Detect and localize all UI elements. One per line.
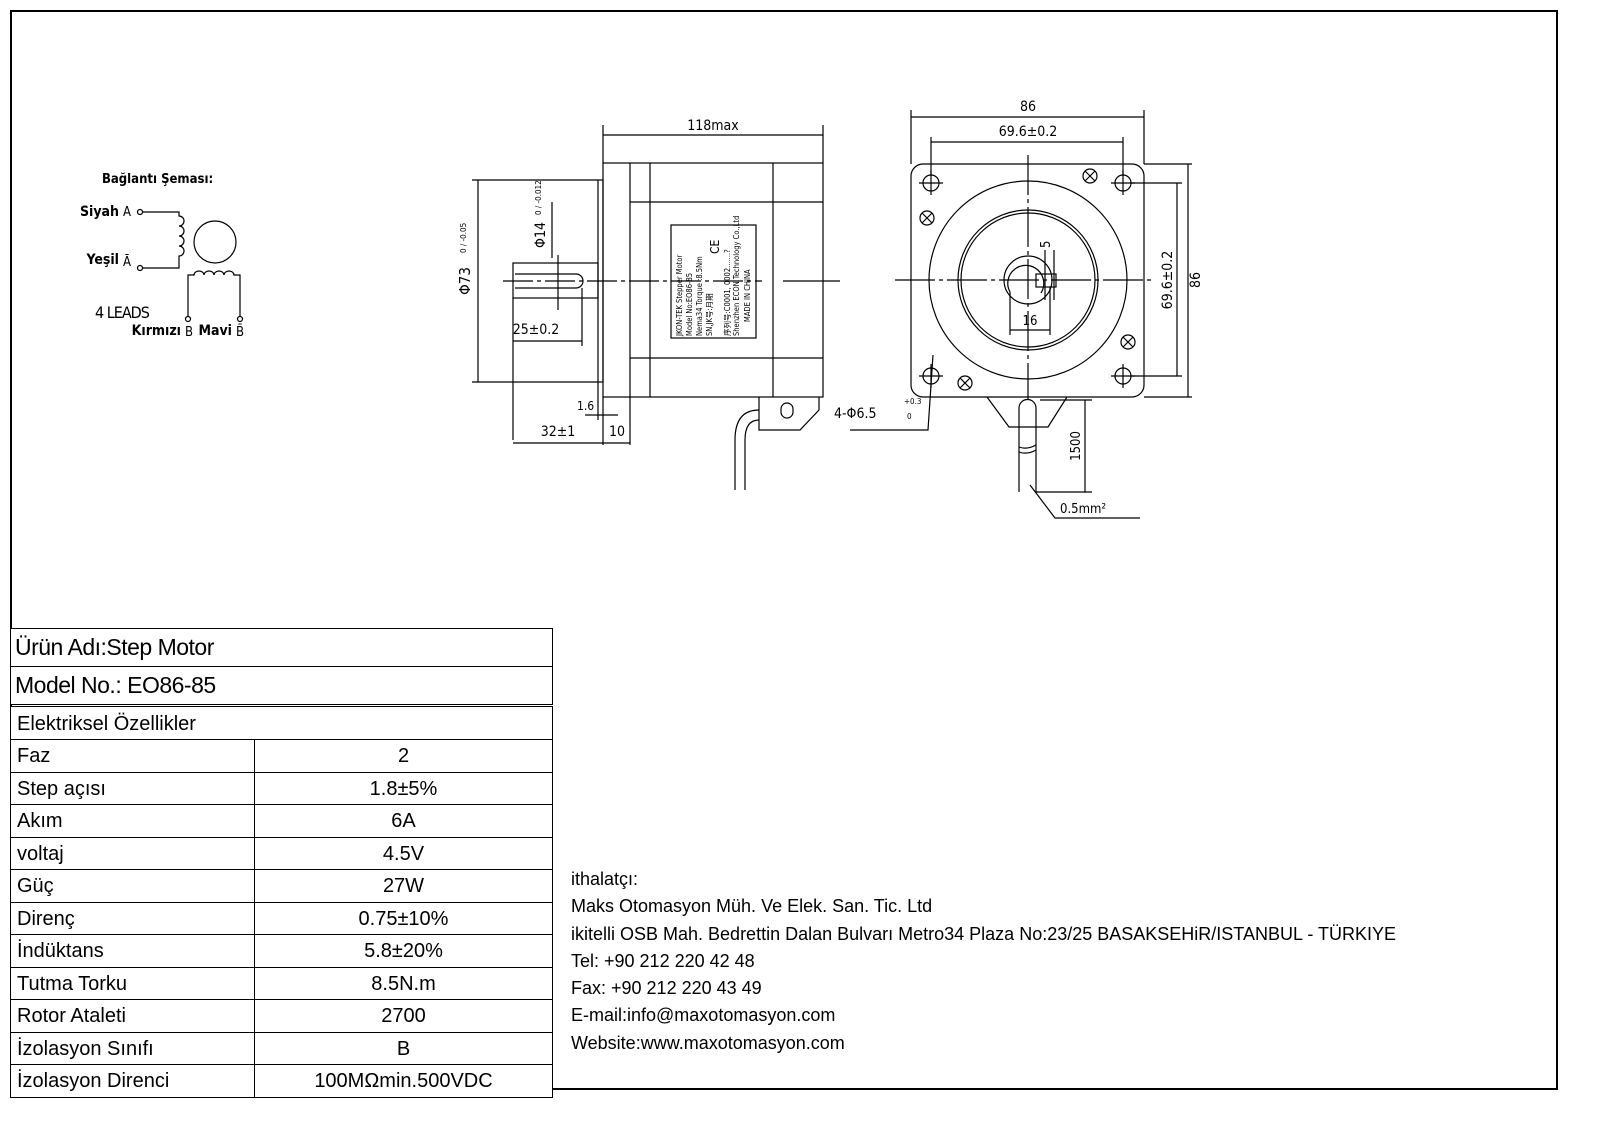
spec-key: Tutma Torku	[11, 967, 255, 999]
spec-value: 0.75±10%	[358, 907, 449, 930]
specs-title: Elektriksel Özellikler	[11, 707, 552, 740]
nameplate-line: SN,JK号:月期	[705, 293, 714, 336]
dim-wire-section: 0.5mm²	[1060, 502, 1106, 517]
coil-a	[143, 211, 185, 269]
spec-value: 1.8±5%	[369, 777, 438, 800]
spec-key: Güç	[11, 870, 255, 902]
spec-key: Akım	[11, 805, 255, 837]
lead-green-label: Yeşil	[85, 252, 119, 268]
product-model: Model No.: EO86-85	[15, 672, 216, 698]
nameplate	[670, 224, 757, 339]
dim-hole-spacing-v: 69.6±0.2	[1160, 251, 1176, 310]
nameplate-line: Shenzhen ECON Technology Co.,Ltd	[732, 216, 741, 336]
drawing-sheet-border	[10, 10, 1558, 1090]
spec-row: Direnç 0.75±10%	[11, 902, 552, 935]
spec-row: voltaj 4.5V	[11, 837, 552, 870]
spec-row: Güç 27W	[11, 870, 552, 903]
dim-length: 118max	[687, 118, 739, 134]
dim-boss: 10	[609, 424, 625, 440]
product-name: Ürün Adı:Step Motor	[11, 629, 552, 667]
importer-tel: Tel: +90 212 220 42 48	[571, 950, 755, 971]
spec-key: İndüktans	[11, 935, 255, 967]
spec-value: 8.5N.m	[371, 972, 436, 995]
dim-key-length: 25±0.2	[513, 322, 560, 338]
nameplate-line: Model No:EO86-85	[685, 273, 694, 336]
dim-cable-length: 1500	[1069, 431, 1084, 461]
spec-value: 100MΩmin.500VDC	[314, 1070, 493, 1092]
importer-info: ithalatçı: Maks Otomasyon Müh. Ve Elek. …	[571, 866, 1396, 1057]
spec-value: 27W	[382, 875, 425, 897]
coil-b	[187, 270, 241, 316]
importer-website[interactable]: Website:www.maxotomasyon.com	[571, 1032, 845, 1053]
spec-value: 4.5V	[382, 842, 425, 865]
spec-row: İzolasyon Direnci 100MΩmin.500VDC	[11, 1065, 552, 1097]
dim-flange-thickness: 1.6	[577, 399, 594, 413]
lead-black-label: Siyah	[80, 204, 119, 220]
wiring-diagram: Bağlantı Şeması: Siyah A Yeşil Ā 4 LEADS…	[80, 172, 244, 340]
dim-width: 86	[1020, 99, 1036, 115]
spec-key: Direnç	[11, 902, 255, 934]
spec-key: İzolasyon Sınıfı	[11, 1032, 255, 1064]
dim-shaft-flat: 16	[1023, 314, 1038, 329]
wiring-title: Bağlantı Şeması:	[102, 172, 213, 187]
front-view: 86 69.6±0.2 69.6±0.2 86 5 16 4-Φ6.5 +0.3…	[834, 99, 1204, 519]
nameplate-line: MADE IN CHINA	[743, 269, 752, 322]
dim-key-width: 5	[1039, 241, 1054, 248]
lead-red-phase: B	[185, 325, 193, 340]
lead-red-label: Kırmızı	[132, 323, 181, 339]
side-view: 118max Φ73 0 / -0.05 Φ14 0 / -0.012 25±0…	[456, 118, 840, 490]
lead-blue-phase: B̄	[236, 325, 244, 340]
spec-row: İzolasyon Sınıfı B	[11, 1032, 552, 1065]
lead-green-phase: Ā	[123, 255, 131, 270]
dim-shaft-tol: 0 / -0.012	[534, 180, 543, 215]
spec-row: Rotor Ataleti 2700	[11, 1000, 552, 1033]
importer-label: ithalatçı:	[571, 869, 639, 889]
spec-value: 2	[397, 745, 410, 767]
lead-black-phase: A	[123, 205, 131, 220]
spec-key: voltaj	[11, 837, 255, 869]
spec-value: 5.8±20%	[364, 940, 443, 962]
spec-key: Faz	[11, 740, 255, 772]
dim-height: 86	[1188, 272, 1204, 288]
spec-value: 2700	[381, 1005, 426, 1027]
importer-company: Maks Otomasyon Müh. Ve Elek. San. Tic. L…	[571, 896, 933, 917]
spec-key: Step açısı	[11, 772, 255, 804]
screw-icons	[919, 168, 1136, 391]
product-header-table: Ürün Adı:Step Motor Model No.: EO86-85	[10, 628, 553, 705]
dim-holes-tol-upper: +0.3	[904, 397, 921, 406]
nameplate-line: 序列号:C0001, 0002.......?	[722, 249, 732, 336]
dim-hole-spacing-h: 69.6±0.2	[999, 124, 1058, 140]
ce-mark: CE	[708, 239, 722, 254]
importer-fax: Fax: +90 212 220 43 49	[571, 978, 762, 999]
spec-row: İndüktans 5.8±20%	[11, 935, 552, 968]
dim-flange-tol: 0 / -0.05	[459, 223, 468, 253]
rotor-icon	[193, 220, 237, 264]
lead-blue-label: Mavi	[198, 323, 232, 339]
spec-value: 6A	[391, 810, 416, 832]
importer-address: ikitelli OSB Mah. Bedrettin Dalan Bulvar…	[571, 923, 1396, 944]
spec-row: Akım 6A	[11, 805, 552, 838]
spec-key: Rotor Ataleti	[11, 1000, 255, 1032]
dim-flange-dia: Φ73	[456, 267, 474, 295]
spec-key: İzolasyon Direnci	[11, 1065, 255, 1097]
importer-email[interactable]: E-mail:info@maxotomasyon.com	[571, 1005, 836, 1026]
spec-row: Faz 2	[11, 740, 552, 773]
spec-row: Step açısı 1.8±5%	[11, 772, 552, 805]
nameplate-line: JKON-TEK Stepper Motor	[675, 255, 684, 337]
dim-shaft-length: 32±1	[541, 424, 576, 440]
spec-value: B	[396, 1037, 411, 1060]
dim-holes: 4-Φ6.5	[834, 406, 877, 422]
dim-shaft-dia: Φ14	[533, 222, 549, 248]
leads-note: 4 LEADS	[95, 303, 150, 322]
nameplate-line: Nema34 Torque :8.5Nm	[695, 256, 704, 336]
dim-holes-tol-lower: 0	[907, 412, 912, 421]
spec-row: Tutma Torku 8.5N.m	[11, 967, 552, 1000]
